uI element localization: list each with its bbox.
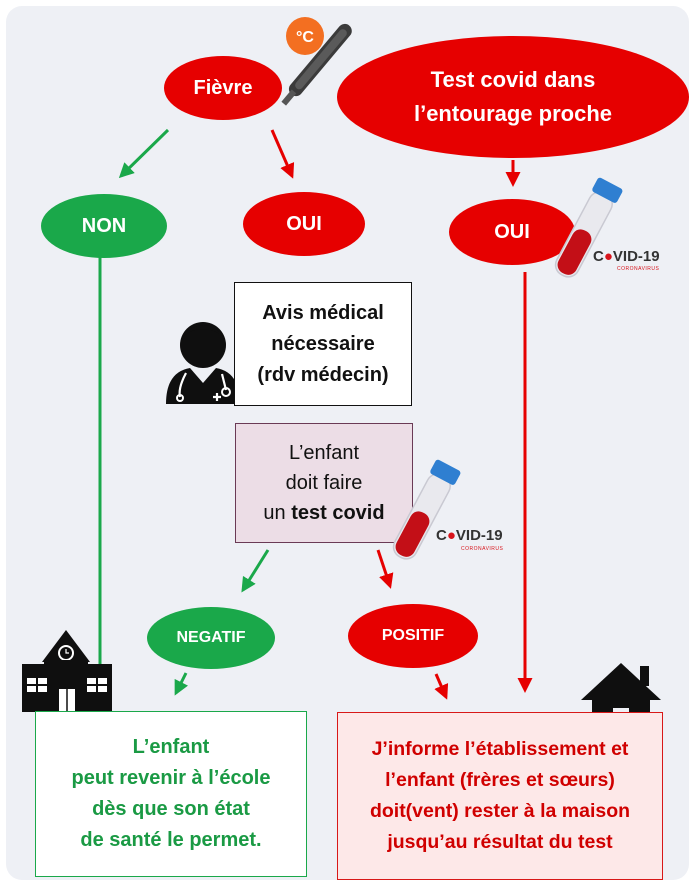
covid-badge-1: C●VID-19 bbox=[593, 248, 660, 265]
maison-line3: doit(vent) rester à la maison bbox=[369, 800, 631, 822]
maison-line2: l’enfant (frères et sœurs) bbox=[385, 769, 615, 791]
fievre-node: Fièvre bbox=[164, 56, 282, 120]
non-label: NON bbox=[81, 214, 127, 237]
ecole-line4: de santé le permet. bbox=[80, 829, 262, 851]
non-node: NON bbox=[41, 194, 167, 258]
fievre-label: Fièvre bbox=[193, 76, 253, 99]
ecole-line3: dès que son état bbox=[92, 798, 250, 820]
ecole-line2: peut revenir à l’école bbox=[71, 767, 271, 789]
test-covid-box: L’enfant doit faire un test covid bbox=[235, 423, 413, 543]
covid-badge-1-sub: CORONAVIRUS bbox=[617, 266, 660, 272]
arrow-positif-maison bbox=[434, 673, 449, 700]
negatif-label: NEGATIF bbox=[176, 629, 246, 646]
test-entourage-line2: l’entourage proche bbox=[413, 101, 613, 126]
ecole-box: L’enfant peut revenir à l’école dès que … bbox=[35, 711, 307, 877]
oui-entourage-label: OUI bbox=[494, 220, 530, 243]
maison-line1: J’informe l’établissement et bbox=[371, 738, 629, 760]
ecole-line1: L’enfant bbox=[132, 736, 210, 758]
arrow-negatif-ecole bbox=[174, 672, 189, 696]
oui-fievre-node: OUI bbox=[243, 192, 365, 256]
arrow-fievre-oui bbox=[270, 129, 295, 179]
enfant-line2: doit faire bbox=[285, 472, 363, 494]
covid-badge-2: C●VID-19 bbox=[436, 527, 503, 544]
thermometer-unit: °C bbox=[296, 29, 314, 46]
arrow-fievre-non bbox=[118, 128, 170, 179]
avis-line3: (rdv médecin) bbox=[257, 363, 389, 386]
enfant-line1: L’enfant bbox=[288, 442, 360, 464]
arrow-test-negatif bbox=[241, 549, 270, 593]
arrow-test-positif bbox=[376, 549, 394, 589]
test-entourage-node: Test covid dans l’entourage proche bbox=[337, 36, 689, 158]
negatif-node: NEGATIF bbox=[147, 607, 275, 669]
covid-badge-2-sub: CORONAVIRUS bbox=[461, 546, 504, 552]
positif-node: POSITIF bbox=[348, 604, 478, 668]
maison-line4: jusqu’au résultat du test bbox=[387, 831, 613, 853]
oui-fievre-label: OUI bbox=[286, 212, 322, 235]
avis-medical-box: Avis médical nécessaire (rdv médecin) bbox=[234, 282, 412, 406]
avis-line1: Avis médical bbox=[262, 301, 384, 324]
oui-entourage-node: OUI bbox=[449, 199, 575, 265]
maison-box: J’informe l’établissement et l’enfant (f… bbox=[337, 712, 663, 880]
positif-label: POSITIF bbox=[381, 627, 445, 644]
enfant-line3: un test covid bbox=[263, 502, 385, 524]
avis-line2: nécessaire bbox=[271, 332, 375, 355]
test-entourage-line1: Test covid dans bbox=[430, 67, 596, 92]
